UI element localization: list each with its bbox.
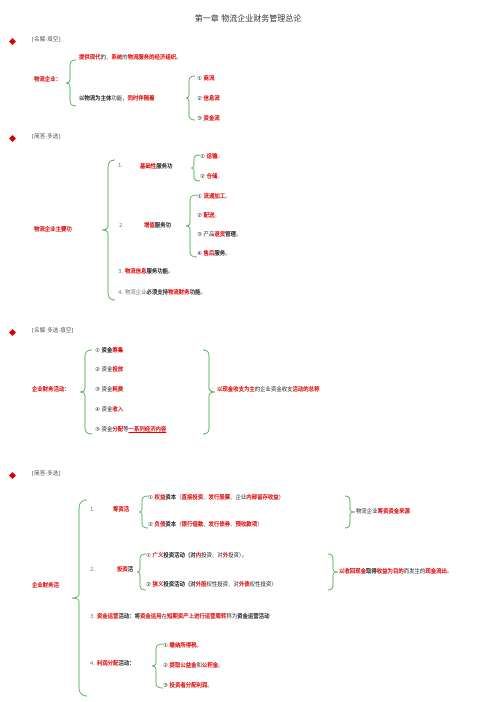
bracket [151,643,164,689]
list-item: ① 权益资本（直接投资、发行股票、企业内部留存收益） [148,495,285,501]
list-item: ② 仓储。 [200,174,223,180]
list-item: ② 提取公益金和公积金。 [163,663,224,669]
concept-root: 企业财务活 [32,583,59,589]
section-bullet-icon [8,471,17,480]
concept-root: 企业财务活动： [32,387,70,393]
definition-line: 提供现代的、系统的物流服务的经济组织。 [79,55,182,61]
list-item: ② 资金投放 [95,367,124,373]
list-item: ② 信息流 [197,96,220,102]
list-item: ⑤ 资金分配等一系列经济内容 [95,427,167,433]
bracket [190,154,201,182]
bracket [138,495,149,529]
bracket [65,59,77,107]
function-name: 基础性服务功 [140,164,173,170]
concept-root: 物流企业主要功 [34,227,72,233]
list-item: ② 狭义投资活动（对外股权性投资、对外债权性投资） [146,582,277,588]
section-bullet-icon [8,134,17,143]
bracket [71,499,88,697]
definition-line: 以现金收支为主的企业资金收支活动的总称 [217,387,320,393]
list-item: ④ 售后服务。 [197,251,231,257]
item-number: 1. [90,507,96,513]
function-line: 4. 物流企业必须支持物流财务功能。 [118,290,206,296]
list-item: ② 负债资本（银行借款、发行债券、预收款项） [148,522,263,528]
list-item: ③ 资金流 [197,116,220,122]
activity-line: 3. 资金运营活动：将资金运用在短期资产上进行运营周转称为资金运营活动 [90,614,270,620]
list-item: ① 缴纳所得税。 [163,643,202,649]
item-number: 2. [90,567,96,573]
bracket [344,495,356,529]
function-line: 3. 物流信息服务功能。 [118,269,174,275]
list-item: ① 运输。 [200,154,223,160]
concept-root: 物流企业： [34,77,61,83]
definition-line: 以物流为主体功能，同时伴随着 [79,96,155,102]
item-number: 2. [119,223,125,229]
page-title: 第一章 物流企业财务管理总论 [194,14,302,23]
list-item: ③ 资金耗费 [95,387,124,393]
question-type-tag: [名解·多选·填空] [32,328,74,334]
list-item: ① 流通加工。 [197,194,231,200]
question-type-tag: [简答·多选] [32,471,61,477]
fund-source-label: 物流企业筹资资金来源 [356,509,410,515]
activity-name: 投资活 [117,567,134,573]
bracket [185,194,198,258]
list-item: ③ 产品退货管理。 [197,232,242,238]
item-number: 1. [118,163,124,169]
list-item: ② 配送。 [197,213,220,219]
section-bullet-icon [8,37,17,46]
list-item: ③ 投资者分配利润。 [163,683,213,689]
bracket [79,349,93,435]
function-name: 增值服务功 [144,223,171,229]
section-bullet-icon [8,328,17,337]
list-item: ④ 资金收入 [95,407,124,413]
bracket [101,159,116,301]
question-type-tag: [名解·填空] [32,37,61,43]
bracket [136,553,147,591]
bracket [202,349,216,435]
activity-name: 筹资活 [113,507,130,513]
activity-line: 4. 利润分配活动： [90,661,135,667]
list-item: ① 资金筹集 [95,348,124,354]
bracket [327,553,339,591]
list-item: ① 广义投资活动（对内投资、对外投资）。 [146,553,247,559]
list-item: ① 商流 [197,76,215,82]
question-type-tag: [简答·多选] [32,134,61,140]
definition-line: 以收回现金取得收益为目的而发生的现金流出。 [339,569,453,575]
bracket [185,75,196,121]
